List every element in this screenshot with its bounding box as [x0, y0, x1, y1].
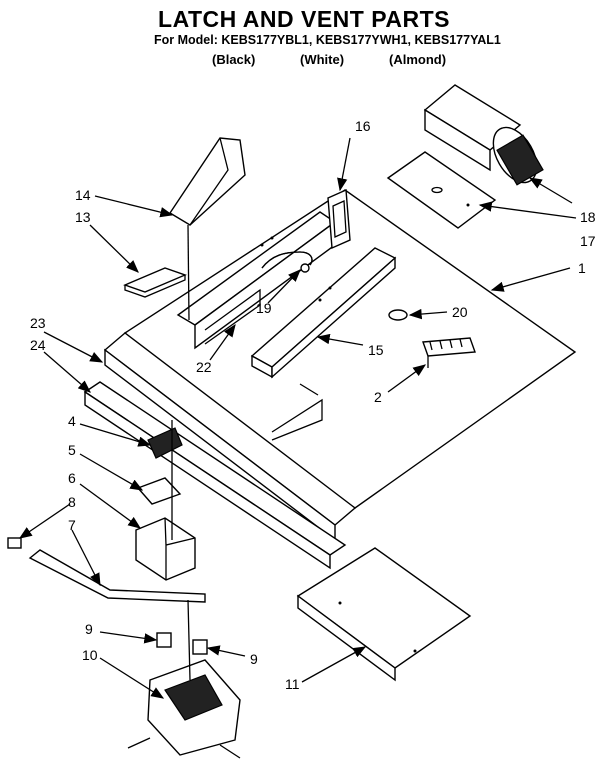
color-black: (Black): [212, 52, 256, 67]
part-16-bracket: [327, 188, 351, 250]
part-11-bottom-cover: [296, 547, 472, 682]
part-8-switch-cap: [7, 537, 22, 549]
callout-9-right: 9: [250, 651, 258, 667]
part-6-shield: [135, 517, 196, 581]
callout-22: 22: [196, 359, 212, 375]
callout-24: 24: [30, 337, 46, 353]
part-20-clip: [388, 309, 408, 321]
callout-9-left: 9: [85, 621, 93, 637]
color-almond: (Almond): [389, 52, 447, 67]
callout-11: 11: [285, 676, 300, 692]
callout-17: 17: [580, 233, 596, 249]
part-13-plate: [123, 267, 187, 298]
callout-1: 1: [578, 260, 586, 276]
callout-13: 13: [75, 209, 91, 225]
callout-20: 20: [452, 304, 468, 320]
callout-8: 8: [68, 494, 76, 510]
callout-5: 5: [68, 442, 76, 458]
callout-4: 4: [68, 413, 76, 429]
color-white: (White): [300, 52, 345, 67]
part-14-vent-cover: [169, 137, 246, 321]
part-4-latch-switch: [147, 427, 183, 459]
diagram-title: LATCH AND VENT PARTS: [158, 6, 450, 32]
part-9-spacer-left: [156, 632, 172, 648]
callout-23: 23: [30, 315, 46, 331]
callout-18: 18: [580, 209, 596, 225]
callout-leaders: [18, 137, 577, 699]
callout-16: 16: [355, 118, 371, 134]
callout-2: 2: [374, 389, 382, 405]
callout-10: 10: [82, 647, 98, 663]
part-19-hose: [261, 251, 313, 273]
part-9-spacer-right: [192, 639, 208, 655]
part-10-latch-assembly: [127, 659, 241, 759]
part-2-terminal-block: [422, 337, 476, 368]
part-17-mounting-plate: [386, 151, 497, 229]
part-18-fan-motor: [423, 84, 544, 186]
part-15-channel: [250, 247, 397, 379]
part-24-front-rail: [83, 381, 347, 570]
model-numbers: For Model: KEBS177YBL1, KEBS177YWH1, KEB…: [154, 33, 501, 47]
part-7-latch-rod: [28, 549, 206, 603]
callout-6: 6: [68, 470, 76, 486]
callout-15: 15: [368, 342, 384, 358]
callout-7: 7: [68, 517, 76, 533]
callout-19: 19: [256, 300, 272, 316]
part-5-insulator: [136, 477, 182, 505]
callout-14: 14: [75, 187, 91, 203]
